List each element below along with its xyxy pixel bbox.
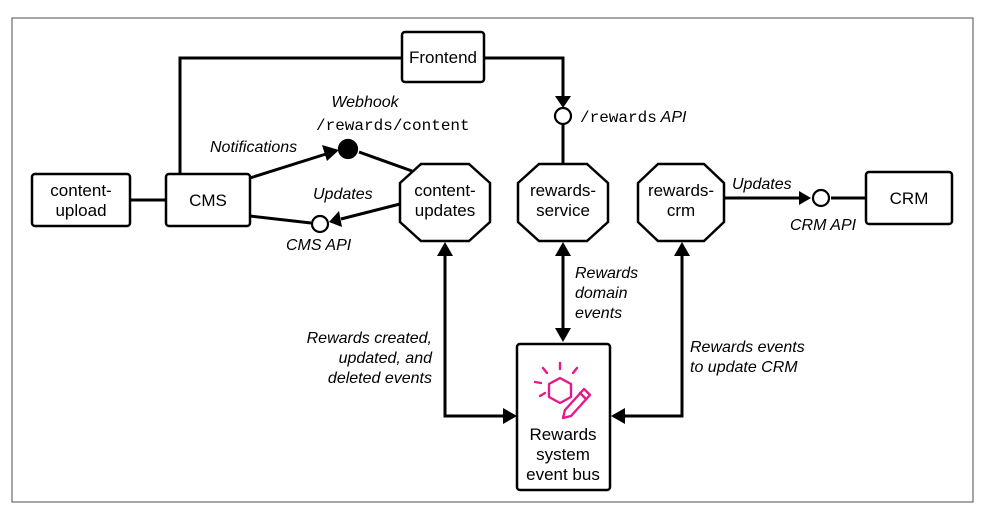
arrow-to-cms-api: [329, 211, 342, 227]
content-upload-label-1: content-: [50, 181, 111, 200]
crm-api-label: CRM API: [790, 217, 857, 234]
arrow-up-rewards-service: [555, 242, 571, 256]
webhook-path-label: /rewards/content: [316, 117, 470, 135]
rewards-api-label: /rewards API: [580, 109, 687, 127]
arrow-up-content-updates: [437, 242, 453, 256]
cms-label: CMS: [189, 191, 227, 210]
arrow-up-rewards-crm: [674, 242, 690, 256]
node-crm[interactable]: CRM: [864, 170, 954, 226]
rewards-api-suffix-text: API: [660, 109, 687, 126]
rewards-events-crm-line-1: Rewards events: [690, 339, 805, 356]
node-rewards-crm[interactable]: rewards- crm: [636, 162, 726, 243]
edge-content-updates-bus: [443, 256, 504, 418]
crm-label: CRM: [890, 189, 929, 208]
event-bus-hexagon-pencil-icon: [533, 361, 592, 420]
edge-rewards-crm-bus: [624, 256, 684, 418]
rewards-created-line-3: deleted events: [328, 370, 432, 387]
rewards-api-port: [553, 106, 573, 126]
event-bus-label-2: system: [536, 445, 590, 464]
edge-cms-api-cms: [249, 214, 312, 225]
rewards-created-annotation: Rewards created, updated, and deleted ev…: [307, 330, 433, 387]
updates-crm-label: Updates: [732, 176, 792, 193]
rewards-domain-line-1: Rewards: [575, 265, 638, 282]
rewards-created-line-2: updated, and: [339, 350, 434, 367]
diagram-frame: [11, 17, 974, 503]
updates-cms-label: Updates: [313, 186, 373, 203]
notifications-label: Notifications: [210, 139, 297, 156]
edge-cms-frontend: [178, 56, 402, 174]
cms-api-port: [310, 214, 330, 234]
node-frontend[interactable]: Frontend: [400, 30, 486, 84]
edge-content-updates-cms-api: [340, 202, 401, 221]
edge-cms-notifications: [249, 152, 327, 180]
rewards-crm-label-1: rewards-: [648, 181, 714, 200]
rewards-domain-annotation: Rewards domain events: [575, 265, 638, 322]
rewards-events-crm-annotation: Rewards events to update CRM: [690, 339, 805, 376]
content-upload-label-2: upload: [55, 201, 106, 220]
edge-webhook-content-updates: [358, 150, 413, 173]
rewards-domain-line-2: domain: [575, 285, 628, 302]
rewards-service-label-1: rewards-: [530, 181, 596, 200]
rewards-events-crm-line-2: to update CRM: [690, 359, 798, 376]
edge-frontend-rewards-api: [484, 56, 565, 96]
node-cms[interactable]: CMS: [164, 172, 252, 228]
content-updates-label-1: content-: [414, 181, 475, 200]
content-updates-label-2: updates: [415, 201, 476, 220]
rewards-service-label-2: service: [536, 201, 590, 220]
webhook-port: [337, 138, 359, 160]
rewards-domain-line-3: events: [575, 305, 622, 322]
arrow-right-to-bus: [503, 408, 517, 424]
arrow-left-to-bus: [611, 408, 625, 424]
node-rewards-service[interactable]: rewards- service: [516, 162, 610, 243]
cms-api-label: CMS API: [286, 237, 352, 254]
event-bus-label-1: Rewards: [529, 425, 596, 444]
node-event-bus[interactable]: Rewards system event bus: [515, 342, 612, 492]
frontend-label: Frontend: [409, 48, 477, 67]
crm-api-port: [811, 188, 831, 208]
node-content-updates[interactable]: content- updates: [398, 162, 492, 243]
node-content-upload[interactable]: content- upload: [30, 172, 132, 228]
event-bus-label-3: event bus: [526, 465, 600, 484]
rewards-api-path: /rewards: [580, 109, 657, 127]
arrow-to-webhook: [322, 145, 339, 161]
webhook-label: Webhook: [331, 94, 399, 111]
arrow-to-crm-api: [799, 191, 811, 205]
rewards-created-line-1: Rewards created,: [307, 330, 432, 347]
arrow-to-rewards-api: [555, 96, 571, 108]
arrow-down-to-bus: [555, 328, 571, 342]
rewards-crm-label-2: crm: [667, 201, 695, 220]
